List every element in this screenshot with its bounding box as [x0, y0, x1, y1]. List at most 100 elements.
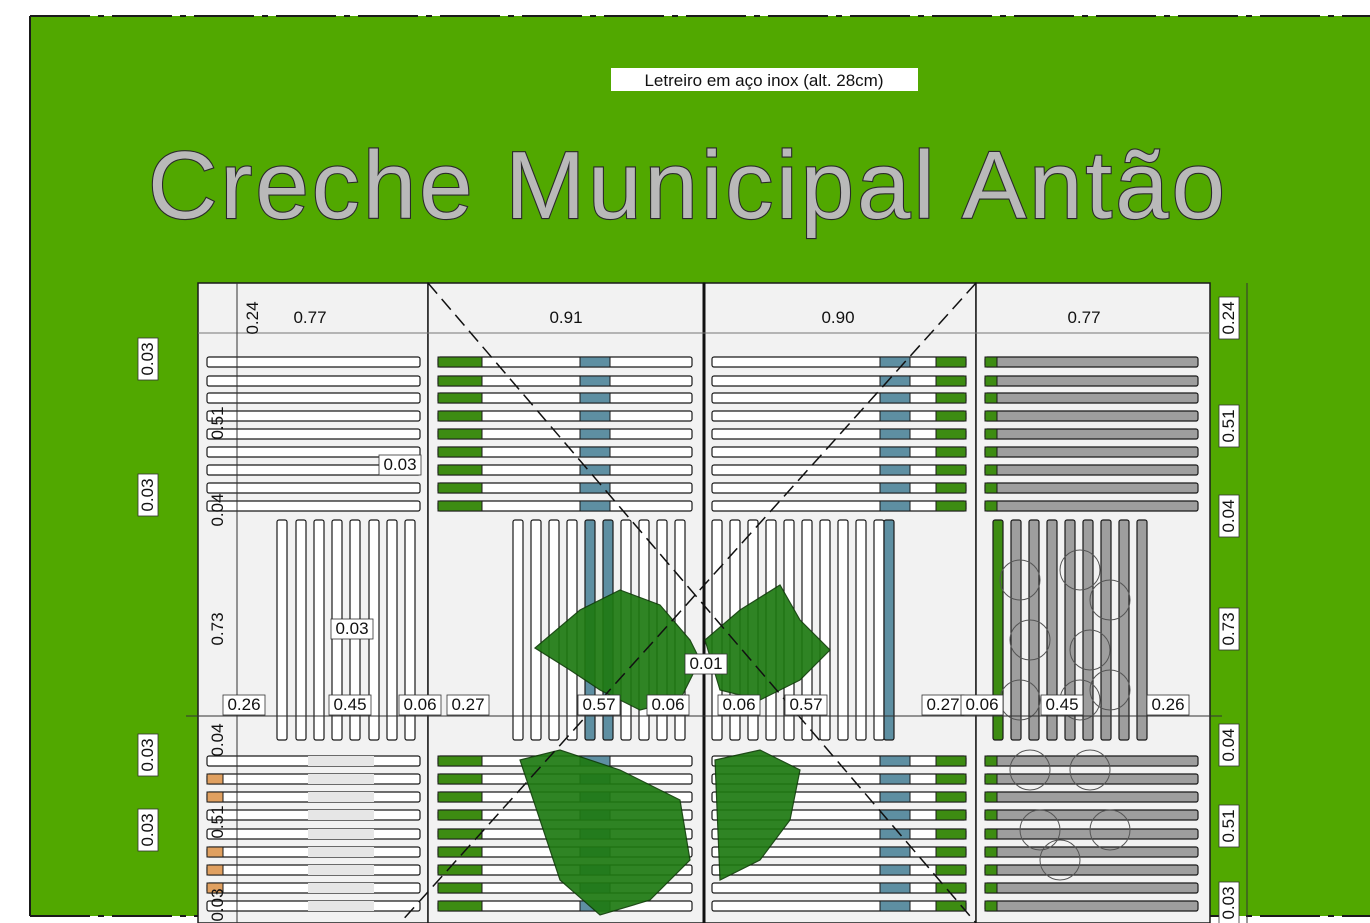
- slat-p4: [984, 464, 1199, 476]
- pattern-circle: [1019, 809, 1061, 851]
- foliage-shape-2: [704, 584, 831, 701]
- bottom-width-label-6-bg: [646, 694, 690, 716]
- slat-p3: [711, 464, 967, 476]
- slat-p3: [711, 882, 967, 894]
- slat-p2-green: [437, 846, 483, 858]
- slat-p3-blue: [879, 773, 911, 785]
- left-height-label-5: 0.73: [208, 612, 227, 645]
- bottom-width-label-7: 0.06: [722, 695, 755, 714]
- bottom-width-label-8: 0.57: [789, 695, 822, 714]
- bottom-width-label-12-bg: [1146, 694, 1190, 716]
- v-slat-p1: [404, 519, 416, 741]
- slat-p2-blue: [579, 446, 611, 458]
- slat-p1-shade: [308, 883, 374, 893]
- slat-p3-green: [935, 900, 967, 912]
- dimension-lines: 0.77 0.91 0.90 0.77 0.24 0.03 0.51 0.03 0.04 0.73…: [137, 283, 1248, 923]
- slat-p4-green: [984, 755, 998, 767]
- left-height-label-6: 0.04: [208, 723, 227, 756]
- bottom-width-label-5-bg: [577, 694, 621, 716]
- slat-p2-green: [437, 773, 483, 785]
- slat-p3-green: [935, 828, 967, 840]
- slat-p3-blue: [879, 356, 911, 368]
- bottom-width-label-6: 0.06: [651, 695, 684, 714]
- bottom-width-label-3-group: 0.06: [398, 694, 442, 716]
- slat-p4: [984, 846, 1199, 858]
- gap-label-a-group: 0.03: [378, 454, 422, 476]
- pattern-circle: [1089, 579, 1131, 621]
- top-width-label-3: 0.90: [821, 308, 854, 327]
- pattern-circle: [1009, 619, 1051, 661]
- slat-p2-green: [437, 410, 483, 422]
- slat-p2-green: [437, 828, 483, 840]
- building-title: Creche Municipal Antão: [148, 132, 1228, 239]
- right-height-label-5: 0.04: [1219, 728, 1238, 761]
- bottom-width-label-7-group: 0.06: [717, 694, 761, 716]
- slat-p3-blue: [879, 846, 911, 858]
- left-height-label-10: 0.03: [208, 888, 227, 921]
- gap-label-b-bg: [330, 618, 374, 640]
- slat-p3-green: [935, 392, 967, 404]
- right-height-label-1-group: 0.24: [1218, 296, 1240, 340]
- right-height-label-3-bg: [1218, 494, 1240, 538]
- slat-p4: [984, 900, 1199, 912]
- left-height-label-3-bg: [137, 473, 159, 517]
- left-height-label-2-group: 0.51: [208, 406, 227, 439]
- bottom-width-label-2-group: 0.45: [328, 694, 372, 716]
- slat-p2-green: [437, 500, 483, 512]
- slat-p3-green: [935, 410, 967, 422]
- top-width-label-2-group: 0.91: [549, 308, 582, 327]
- foliage-graphic: [519, 584, 831, 916]
- bottom-width-label-2-bg: [328, 694, 372, 716]
- right-height-label-2: 0.51: [1219, 409, 1238, 442]
- slat-p3-green: [935, 428, 967, 440]
- right-height-label-2-group: 0.51: [1218, 404, 1240, 448]
- slat-p3-green: [935, 864, 967, 876]
- right-height-label-5-group: 0.04: [1218, 723, 1240, 767]
- sign-caption: Letreiro em aço inox (alt. 28cm): [644, 71, 883, 90]
- slat-p3-green: [935, 375, 967, 387]
- slat-p1-shade: [308, 901, 374, 911]
- slat-p2-blue: [579, 392, 611, 404]
- slat-p3-blue: [879, 900, 911, 912]
- slat-p2-blue: [579, 482, 611, 494]
- center-gap-label: 0.01: [689, 654, 722, 673]
- slat-p4-green: [984, 791, 998, 803]
- slat-p4-green: [984, 375, 998, 387]
- slat-p1-orange: [206, 791, 224, 803]
- slat-p2-green: [437, 882, 483, 894]
- slat-p1-orange: [206, 846, 224, 858]
- v-slat-p1: [313, 519, 325, 741]
- slat-p4-green: [984, 482, 998, 494]
- v-slat-p4: [1136, 519, 1148, 741]
- left-height-label-4: 0.04: [208, 493, 227, 526]
- slat-p2-blue: [579, 375, 611, 387]
- slat-p2-green: [437, 755, 483, 767]
- slat-p3-green: [935, 464, 967, 476]
- slat-p4-green: [984, 464, 998, 476]
- right-height-label-3: 0.04: [1219, 499, 1238, 532]
- slat-p3-blue: [879, 809, 911, 821]
- bottom-width-label-6-group: 0.06: [646, 694, 690, 716]
- left-height-label-1: 0.03: [138, 342, 157, 375]
- slat-p3-blue: [879, 864, 911, 876]
- pattern-circle: [999, 559, 1041, 601]
- slat-p3-green: [935, 482, 967, 494]
- left-height-label-8: 0.51: [208, 805, 227, 838]
- v-slat-p3: [819, 519, 831, 741]
- slat-p1-shade: [308, 756, 374, 766]
- slat-p2-green: [437, 809, 483, 821]
- right-height-label-7: 0.03: [1219, 886, 1238, 919]
- slat-p3: [711, 446, 967, 458]
- slat-p4-green: [984, 809, 998, 821]
- v-slat-p4: [1100, 519, 1112, 741]
- bottom-width-label-2: 0.45: [333, 695, 366, 714]
- slat-p2-green: [437, 864, 483, 876]
- slat-p1: [206, 392, 421, 404]
- top-width-label-1: 0.77: [293, 308, 326, 327]
- pattern-circle: [1089, 669, 1131, 711]
- v-slat-p1: [386, 519, 398, 741]
- diagonal-lines: [399, 282, 977, 923]
- top-width-label-4: 0.77: [1067, 308, 1100, 327]
- slat-p1: [206, 375, 421, 387]
- right-height-label-7-group: 0.03: [1218, 881, 1240, 923]
